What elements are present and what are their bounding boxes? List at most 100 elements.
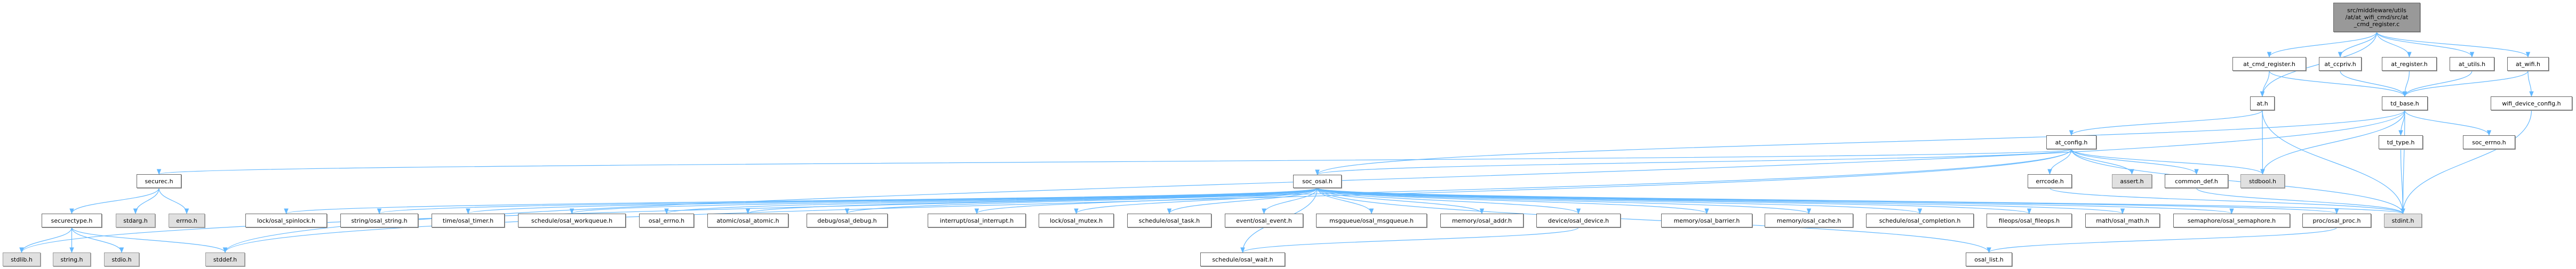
node-device[interactable]: device/osal_device.h [1536, 214, 1621, 227]
node-debug[interactable]: debug/osal_debug.h [807, 214, 888, 227]
edge-soc_osal-to-event [1262, 188, 1318, 215]
node-workqueue[interactable]: schedule/osal_workqueue.h [518, 214, 626, 227]
node-mutex[interactable]: lock/osal_mutex.h [1039, 214, 1114, 227]
node-label: interrupt/osal_interrupt.h [939, 217, 1014, 224]
node-at-config[interactable]: at_config.h [2046, 135, 2096, 149]
node-label: time/osal_timer.h [442, 217, 494, 224]
node-task[interactable]: schedule/osal_task.h [1127, 214, 1211, 227]
node-td-base[interactable]: td_base.h [2382, 96, 2428, 110]
node-securec[interactable]: securec.h [137, 174, 181, 188]
edge-at_cmd_register-to-at [2260, 70, 2270, 97]
node-td-type[interactable]: td_type.h [2379, 135, 2423, 149]
node-errcode[interactable]: errcode.h [2028, 174, 2072, 188]
node-proc[interactable]: proc/osal_proc.h [2302, 214, 2371, 227]
node-osal-wait[interactable]: schedule/osal_wait.h [1200, 252, 1285, 266]
node-label: src/middleware/utils /at/at_wifi_cmd/src… [2345, 7, 2408, 28]
edge-soc_osal-to-atomic [746, 188, 1318, 215]
edge-soc_osal-to-debug [845, 188, 1318, 215]
node-label: at.h [2256, 100, 2268, 107]
node-label: event/osal_event.h [1236, 217, 1292, 224]
node-stdbool[interactable]: stdbool.h [2240, 174, 2285, 188]
node-stddef[interactable]: stddef.h [205, 252, 245, 266]
node-cache[interactable]: memory/osal_cache.h [1765, 214, 1853, 227]
node-fileops[interactable]: fileops/osal_fileops.h [1987, 214, 2072, 227]
node-at-utils[interactable]: at_utils.h [2450, 57, 2494, 71]
edge-root-to-at_ccpriv [2338, 31, 2378, 58]
node-label: wifi_device_config.h [2502, 100, 2561, 107]
node-label: stdarg.h [123, 217, 148, 224]
edge-soc_osal-to-timer [466, 188, 1318, 215]
node-spinlock[interactable]: lock/osal_spinlock.h [245, 214, 327, 227]
node-label: td_base.h [2390, 100, 2419, 107]
node-label: at_register.h [2391, 60, 2428, 68]
node-label: at_ccpriv.h [2324, 60, 2356, 68]
edge-td_base-to-soc_errno [2404, 110, 2492, 136]
node-semaphore[interactable]: semaphore/osal_semaphore.h [2173, 214, 2290, 227]
node-addr[interactable]: memory/osal_addr.h [1440, 214, 1524, 227]
node-at-wifi[interactable]: at_wifi.h [2507, 57, 2549, 71]
edge-at-to-stdint [2262, 110, 2405, 215]
node-label: memory/osal_barrier.h [1673, 217, 1740, 224]
node-label: device/osal_device.h [1548, 217, 1609, 224]
edge-securetype-to-stddef [71, 227, 228, 254]
edge-soc_osal-to-interrupt [974, 188, 1318, 215]
node-at-cmd-register[interactable]: at_cmd_register.h [2232, 57, 2306, 71]
node-securetype[interactable]: securectype.h [42, 214, 102, 227]
node-osal-string[interactable]: string/osal_string.h [340, 214, 418, 227]
node-timer[interactable]: time/osal_timer.h [432, 214, 505, 227]
node-atomic[interactable]: atomic/osal_atomic.h [707, 214, 788, 227]
node-common-def[interactable]: common_def.h [2165, 174, 2228, 188]
node-label: securectype.h [51, 217, 93, 224]
node-interrupt[interactable]: interrupt/osal_interrupt.h [928, 214, 1026, 227]
node-label: td_type.h [2387, 138, 2415, 146]
node-stdlib[interactable]: stdlib.h [3, 252, 41, 266]
node-event[interactable]: event/osal_event.h [1225, 214, 1303, 227]
edge-soc_osal-to-stdint [1317, 188, 2405, 215]
node-label: stdint.h [2391, 217, 2414, 224]
node-errno[interactable]: errno.h [169, 214, 205, 227]
node-stdarg[interactable]: stdarg.h [116, 214, 155, 227]
edge-wifi_device_config-to-stdint [2400, 110, 2532, 215]
node-barrier[interactable]: memory/osal_barrier.h [1661, 214, 1752, 227]
node-label: math/osal_math.h [2096, 217, 2149, 224]
edge-soc_osal-to-workqueue [570, 188, 1318, 215]
node-label: schedule/osal_wait.h [1212, 256, 1273, 263]
node-osal-list[interactable]: osal_list.h [1966, 252, 2012, 266]
node-completion[interactable]: schedule/osal_completion.h [1866, 214, 1974, 227]
node-math[interactable]: math/osal_math.h [2085, 214, 2160, 227]
node-soc-osal[interactable]: soc_osal.h [1293, 175, 1342, 188]
edge-device-to-osal_wait [1240, 227, 1579, 254]
edge-root-to-at_utils [2376, 31, 2475, 58]
node-root: src/middleware/utils /at/at_wifi_cmd/src… [2333, 3, 2420, 32]
node-label: string/osal_string.h [351, 217, 408, 224]
node-at-register[interactable]: at_register.h [2382, 57, 2437, 71]
node-soc-errno[interactable]: soc_errno.h [2463, 135, 2515, 149]
edge-securec-to-errno [158, 188, 189, 215]
edge-securec-to-securetype [69, 188, 159, 215]
node-at[interactable]: at.h [2250, 96, 2275, 110]
node-at-ccpriv[interactable]: at_ccpriv.h [2319, 57, 2362, 71]
node-assert[interactable]: assert.h [2112, 174, 2152, 188]
edge-at-to-at_config [2069, 110, 2263, 136]
node-label: stddef.h [213, 256, 237, 263]
node-stdint[interactable]: stdint.h [2384, 214, 2422, 227]
edge-securetype-to-stdio [71, 227, 124, 254]
edge-at_config-to-common_def [2071, 149, 2199, 175]
edge-common_def-to-stdint [2196, 188, 2405, 215]
edge-soc_osal-to-cache [1317, 188, 1811, 215]
node-osal-errno[interactable]: osal_errno.h [639, 214, 694, 227]
edge-at_config-to-stdint [2071, 149, 2405, 215]
node-string-h[interactable]: string.h [53, 252, 91, 266]
node-stdio[interactable]: stdio.h [104, 252, 139, 266]
node-label: at_cmd_register.h [2243, 60, 2295, 68]
edge-root-to-at_wifi [2376, 31, 2531, 58]
edge-at_config-to-assert [2071, 149, 2134, 175]
edge-at-to-stdbool [2260, 110, 2265, 175]
node-label: semaphore/osal_semaphore.h [2187, 217, 2276, 224]
node-msgqueue[interactable]: msgqueue/osal_msgqueue.h [1316, 214, 1427, 227]
node-wifi-device-config[interactable]: wifi_device_config.h [2491, 96, 2572, 110]
edge-at_wifi-to-td_base [2402, 70, 2529, 97]
edge-at_config-to-securec [157, 149, 2072, 175]
node-label: errcode.h [2036, 177, 2064, 185]
